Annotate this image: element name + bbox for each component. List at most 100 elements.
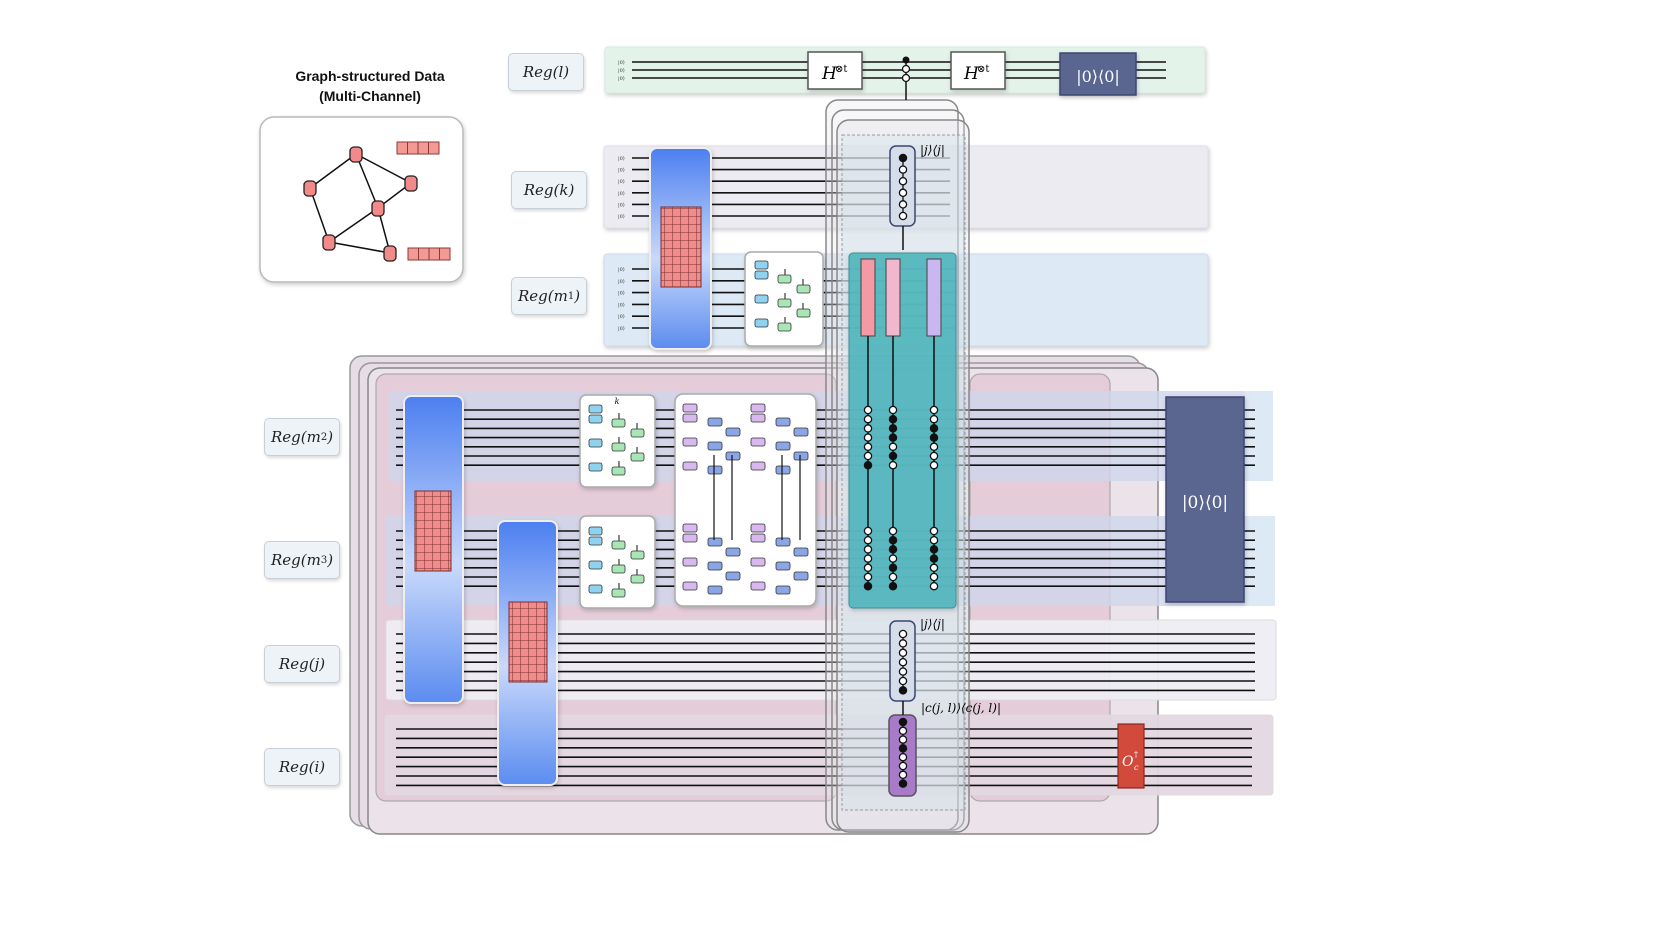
pink-gate	[860, 258, 876, 337]
reg-l-control	[901, 56, 911, 100]
control-dot	[888, 460, 898, 470]
rotation-gate	[682, 413, 698, 423]
teal-controlled-block	[848, 252, 957, 609]
entangling-gate	[777, 274, 792, 284]
reg-j-arg: j	[314, 655, 320, 673]
rotation-gate	[750, 437, 766, 447]
rotation-gate	[682, 437, 698, 447]
control-dot	[929, 572, 939, 582]
control-dot	[898, 629, 908, 639]
pink-gate	[885, 258, 901, 337]
rotation-gate	[750, 581, 766, 591]
control-dot	[898, 188, 908, 198]
reg-j-band	[385, 619, 1277, 701]
control-dot	[929, 526, 939, 536]
entangling-gate	[775, 561, 791, 571]
graph-edge	[355, 153, 379, 209]
ansatz-block-m3	[579, 515, 656, 609]
entangling-gate	[630, 428, 645, 438]
reg-k-arg: k	[559, 181, 569, 199]
teal-block-controls	[863, 336, 939, 591]
control-dot	[863, 451, 873, 461]
reg-label-k: Reg(k)	[511, 171, 587, 209]
reg-l-name: Reg	[522, 63, 553, 81]
entangling-gate	[630, 550, 645, 560]
entangling-block	[674, 393, 817, 607]
control-dot	[863, 460, 873, 470]
control-dot	[898, 176, 908, 186]
control-dot	[898, 744, 908, 753]
control-dot	[863, 414, 873, 424]
oracle-label: O	[1122, 754, 1134, 770]
rotation-gate	[750, 557, 766, 567]
control-dot	[898, 165, 908, 174]
control-dot	[863, 424, 873, 433]
reg-m1-name: Reg	[517, 287, 548, 305]
control-dot	[863, 526, 873, 536]
ket-zero-label: |0⟩	[618, 279, 625, 285]
projector-j-top: |j⟩⟨j|	[889, 143, 945, 227]
reg-m1-arg: m	[553, 287, 568, 305]
rotation-gate	[682, 533, 698, 543]
ket-zero-label: |0⟩	[618, 291, 625, 297]
rotation-gate	[750, 533, 766, 543]
entangling-gate	[707, 441, 723, 451]
rotation-gate	[682, 581, 698, 591]
ket-zero-labels: |0⟩|0⟩|0⟩|0⟩|0⟩|0⟩|0⟩|0⟩|0⟩|0⟩|0⟩|0⟩|0⟩|…	[618, 60, 625, 332]
control-dot	[888, 554, 898, 563]
graph-edge	[328, 207, 379, 243]
reg-m2-arg: m	[306, 428, 321, 446]
graph-node	[303, 180, 317, 197]
control-dot	[929, 581, 939, 591]
rotation-gate	[682, 461, 698, 471]
rotation-gate	[588, 560, 603, 570]
entangling-gate	[793, 571, 809, 581]
control-dot	[888, 581, 898, 591]
graph-edge	[355, 153, 412, 184]
entangling-gate	[775, 465, 791, 475]
entangling-gate	[793, 547, 809, 557]
control-dot	[929, 433, 939, 442]
entangling-gate	[611, 564, 626, 574]
control-dot	[929, 545, 939, 554]
entangling-gate	[707, 537, 723, 547]
control-dot	[929, 405, 939, 415]
entangling-gate	[777, 322, 792, 332]
reg-m-right-band-top	[1245, 391, 1273, 481]
feature-vector-1	[396, 141, 440, 155]
hadamard-2-sup: ⊗t	[977, 64, 989, 75]
proj-j-top-label: |j⟩⟨j|	[920, 143, 945, 157]
control-dot	[888, 563, 898, 573]
control-dot	[898, 735, 908, 744]
ket-zero-label: |0⟩	[618, 302, 625, 308]
control-dot	[863, 545, 873, 554]
control-dot	[888, 535, 898, 545]
entangling-gate	[775, 585, 791, 595]
rotation-gate	[750, 413, 766, 423]
entangling-gate	[725, 427, 741, 437]
graph-node	[349, 146, 363, 163]
amplitude-matrix	[414, 490, 452, 572]
rotation-gate	[682, 403, 698, 413]
entangling-gate	[775, 441, 791, 451]
graph-edge	[309, 153, 357, 189]
encoder-block-m2	[403, 395, 464, 704]
entangling-gate	[725, 547, 741, 557]
control-dot	[888, 414, 898, 424]
ket-zero-label: |0⟩	[618, 156, 625, 162]
entangling-gate	[707, 417, 723, 427]
control-dot	[898, 648, 908, 658]
entangling-gate	[630, 452, 645, 462]
graph-panel	[259, 116, 464, 283]
control-dot	[898, 761, 908, 771]
control-dot	[888, 451, 898, 461]
rotation-gate	[682, 523, 698, 533]
reg-m3-name: Reg	[270, 551, 301, 569]
reg-k-name: Reg	[523, 181, 554, 199]
control-dot	[888, 433, 898, 442]
ket-zero-label: |0⟩	[618, 214, 625, 220]
control-dot	[898, 752, 908, 762]
reg-m3-sub: 3	[320, 554, 328, 566]
